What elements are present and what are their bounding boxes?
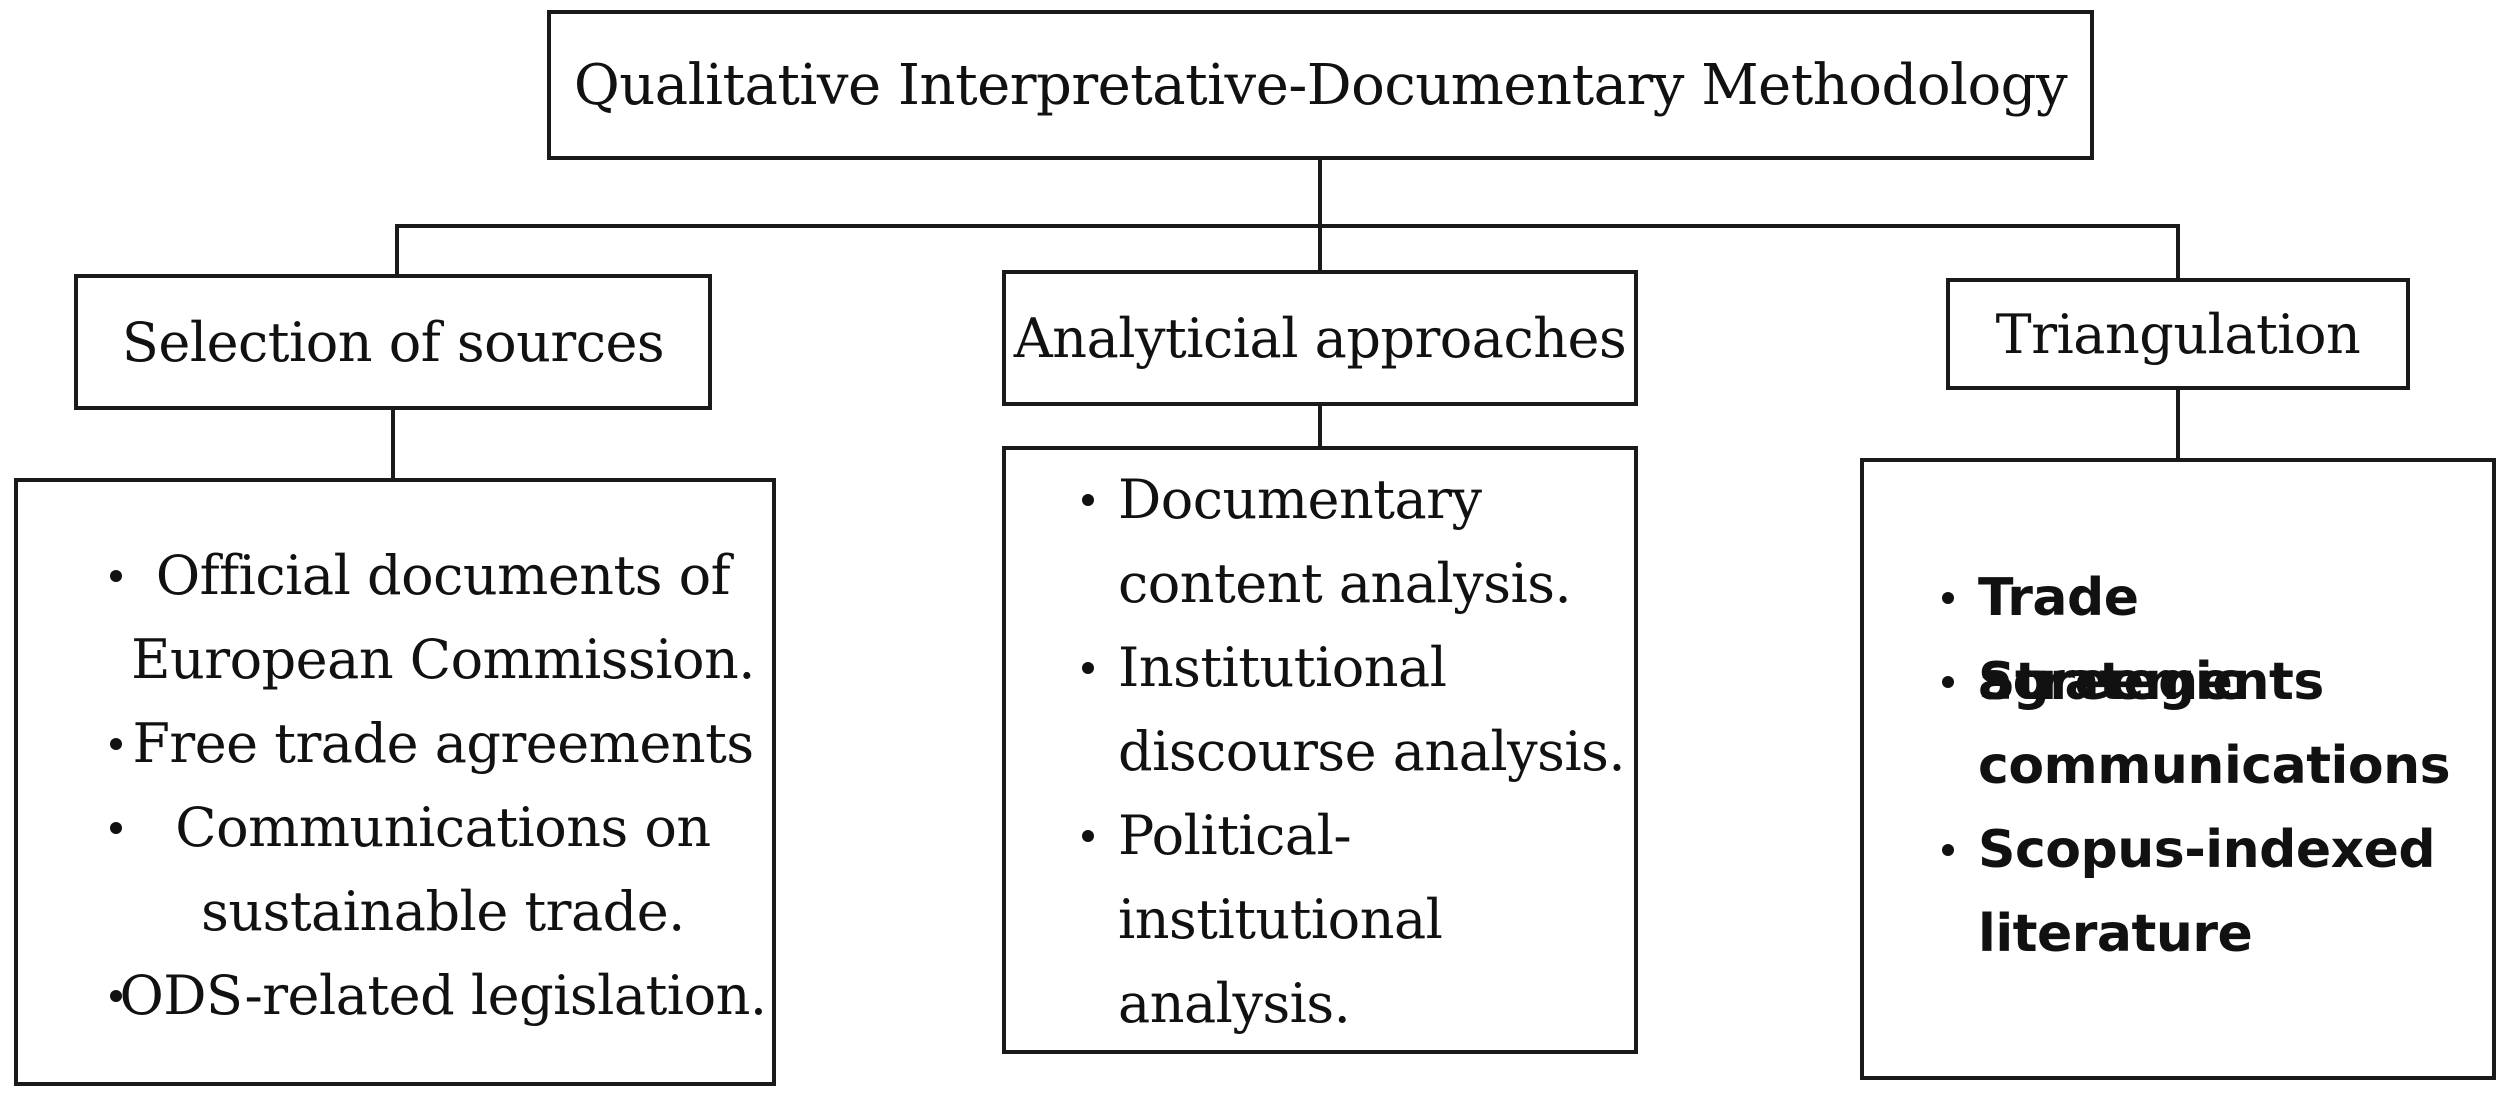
list-triangulation: Trade agreements Strategic communication… [1942, 556, 2488, 976]
bullet-icon [1942, 592, 1954, 604]
list-item-line: communications [1978, 736, 2451, 796]
bullet-icon [1082, 494, 1094, 506]
list-item: Communications on sustainable trade. [110, 786, 768, 954]
list-item-line: Official documents of [155, 544, 731, 607]
heading-selection-of-sources: Selection of sources [121, 310, 665, 374]
list-item-line: content analysis. [1118, 552, 1572, 615]
list-item-line: institutional [1118, 888, 1443, 951]
list-item: Strategic communications [1942, 640, 2488, 808]
list-item: Free trade agreements [110, 702, 768, 786]
list-item-line: Institutional [1118, 636, 1447, 699]
bullet-icon [1082, 830, 1094, 842]
list-item-line: Trade agreements [1978, 568, 2324, 712]
list-item: Official documents of European Commissio… [110, 534, 768, 702]
bullet-icon [1942, 676, 1954, 688]
list-item: Trade agreements [1942, 556, 2488, 712]
list-item-line: Communications on [175, 796, 711, 859]
list-item-line: analysis. [1118, 972, 1351, 1035]
list-item-line: ODS-related legislation. [119, 964, 767, 1027]
list-item-line: Political- [1118, 804, 1352, 867]
heading-triangulation: Triangulation [1995, 302, 2361, 366]
heading-box-approaches: Analyticial approaches [1002, 270, 1638, 406]
list-item: ODS-related legislation. [110, 954, 768, 1038]
content-box-approaches: Documentary content analysis. Institutio… [1002, 446, 1638, 1054]
bullet-icon [1942, 844, 1954, 856]
content-box-triangulation: Trade agreements Strategic communication… [1860, 458, 2496, 1080]
heading-box-triangulation: Triangulation [1946, 278, 2410, 390]
list-item-line: sustainable trade. [201, 880, 685, 943]
bullet-icon [110, 822, 122, 834]
list-item: Documentary content analysis. [1082, 458, 1628, 626]
list-item-line: European Commission. [131, 628, 755, 691]
bullet-icon [1082, 662, 1094, 674]
list-item-line: Scopus-indexed [1978, 820, 2436, 880]
list-item-line: Strategic [1978, 652, 2243, 712]
heading-analytical-approaches: Analyticial approaches [1013, 306, 1627, 370]
list-item-line: discourse analysis. [1118, 720, 1626, 783]
bullet-icon [110, 738, 122, 750]
list-item-line: Free trade agreements [132, 712, 754, 775]
title-box: Qualitative Interpretative-Documentary M… [547, 10, 2094, 160]
diagram-title: Qualitative Interpretative-Documentary M… [573, 52, 2068, 118]
list-item-line: Documentary [1118, 468, 1482, 531]
list-item: Scopus-indexed literature [1942, 808, 2488, 976]
list-item-line: literature [1978, 904, 2253, 964]
list-selection-of-sources: Official documents of European Commissio… [110, 534, 768, 1038]
bullet-icon [110, 990, 122, 1002]
bullet-icon [110, 570, 122, 582]
list-analytical-approaches: Documentary content analysis. Institutio… [1082, 458, 1628, 1046]
heading-box-selection: Selection of sources [74, 274, 712, 410]
content-box-selection: Official documents of European Commissio… [14, 478, 776, 1086]
list-item: Political- institutional analysis. [1082, 794, 1628, 1046]
list-item: Institutional discourse analysis. [1082, 626, 1628, 794]
